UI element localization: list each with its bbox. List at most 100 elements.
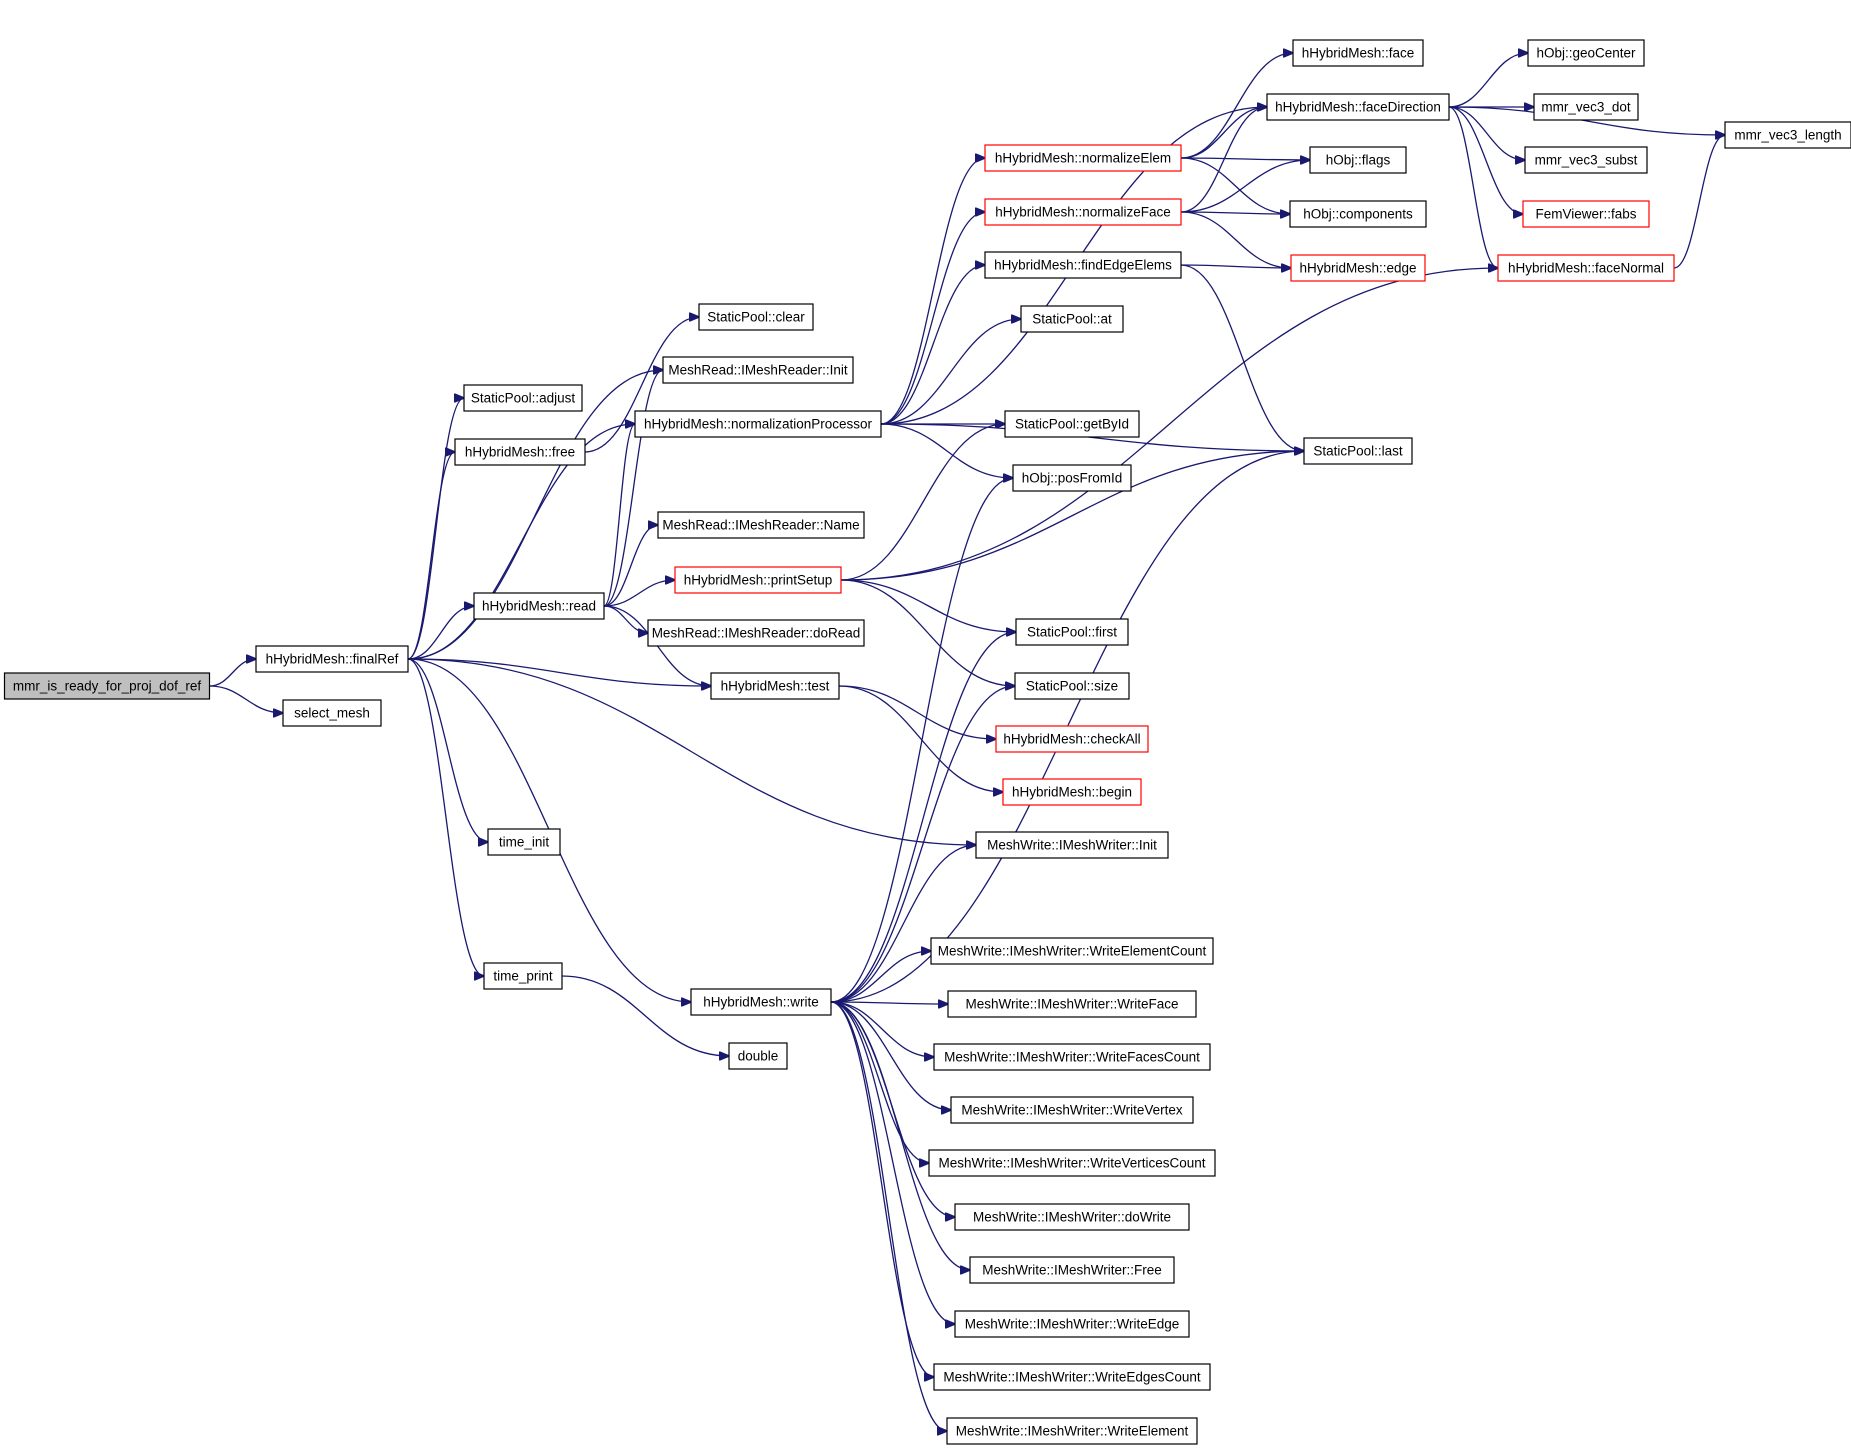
node-label: StaticPool::clear — [707, 310, 805, 325]
node-label: select_mesh — [294, 706, 370, 721]
edge-normFace-to-hobj_components — [1180, 212, 1290, 214]
node-label: hHybridMesh::write — [703, 995, 819, 1010]
node-mw-wec[interactable]: MeshWrite::IMeshWriter::WriteElementCoun… — [930, 937, 1214, 965]
node-label: mmr_is_ready_for_proj_dof_ref — [13, 679, 202, 694]
node-hm-edge[interactable]: hHybridMesh::edge — [1290, 254, 1426, 282]
node-box — [1014, 672, 1130, 700]
node-box — [969, 1256, 1175, 1284]
node-sp-getById[interactable]: StaticPool::getById — [1004, 410, 1140, 438]
node-geoCenter[interactable]: hObj::geoCenter — [1527, 39, 1645, 67]
node-double[interactable]: double — [728, 1042, 788, 1070]
node-sp-last[interactable]: StaticPool::last — [1303, 437, 1413, 465]
node-box — [657, 511, 865, 539]
node-hm-test[interactable]: hHybridMesh::test — [710, 672, 840, 700]
node-box — [1303, 437, 1413, 465]
node-box — [954, 1310, 1190, 1338]
node-label: hHybridMesh::findEdgeElems — [994, 258, 1172, 273]
node-hm-read[interactable]: hHybridMesh::read — [473, 592, 605, 620]
node-root[interactable]: mmr_is_ready_for_proj_dof_ref — [3, 672, 211, 700]
node-mw-wv[interactable]: MeshWrite::IMeshWriter::WriteVertex — [950, 1096, 1194, 1124]
node-sp-at[interactable]: StaticPool::at — [1020, 305, 1124, 333]
node-printSetup[interactable]: hHybridMesh::printSetup — [674, 566, 842, 594]
node-box — [984, 251, 1182, 279]
node-label: MeshWrite::IMeshWriter::WriteVerticesCou… — [938, 1156, 1205, 1171]
node-sp-adjust[interactable]: StaticPool::adjust — [463, 384, 583, 412]
node-box — [1015, 618, 1129, 646]
node-label: FemViewer::fabs — [1535, 207, 1636, 222]
node-box — [1290, 254, 1426, 282]
node-label: MeshRead::IMeshReader::Init — [668, 363, 848, 378]
edges-layer — [209, 53, 1726, 1431]
node-label: hObj::flags — [1326, 153, 1391, 168]
node-mr-init[interactable]: MeshRead::IMeshReader::Init — [662, 356, 854, 384]
edge-finalRef-to-mw_init — [407, 658, 976, 845]
node-mw-wvc[interactable]: MeshWrite::IMeshWriter::WriteVerticesCou… — [928, 1149, 1216, 1177]
node-box — [1020, 305, 1124, 333]
node-checkAll[interactable]: hHybridMesh::checkAll — [995, 725, 1149, 753]
node-vec3-dot[interactable]: mmr_vec3_dot — [1533, 93, 1639, 121]
node-label: StaticPool::last — [1313, 444, 1403, 459]
node-label: hObj::posFromId — [1022, 471, 1123, 486]
node-mw-wfc[interactable]: MeshWrite::IMeshWriter::WriteFacesCount — [933, 1043, 1211, 1071]
node-label: StaticPool::size — [1026, 679, 1118, 694]
node-mw-dowrite[interactable]: MeshWrite::IMeshWriter::doWrite — [954, 1203, 1190, 1231]
node-hm-begin[interactable]: hHybridMesh::begin — [1002, 778, 1142, 806]
node-mw-free[interactable]: MeshWrite::IMeshWriter::Free — [969, 1256, 1175, 1284]
node-select-mesh[interactable]: select_mesh — [282, 699, 382, 727]
node-box — [947, 990, 1197, 1018]
node-label: MeshWrite::IMeshWriter::WriteFace — [965, 997, 1178, 1012]
edge-findEdgeElems-to-hm_edge — [1180, 265, 1291, 268]
edge-norm_proc-to-findEdgeElems — [880, 265, 985, 425]
node-box — [1533, 93, 1639, 121]
node-normElem[interactable]: hHybridMesh::normalizeElem — [984, 144, 1182, 172]
node-mw-wedc[interactable]: MeshWrite::IMeshWriter::WriteEdgesCount — [933, 1363, 1211, 1391]
edge-norm_proc-to-posFromId — [880, 423, 1013, 478]
edge-normFace-to-hobj_flags — [1180, 160, 1310, 213]
node-box — [674, 566, 842, 594]
node-findEdgeElems[interactable]: hHybridMesh::findEdgeElems — [984, 251, 1182, 279]
edge-hm_read-to-mr_init — [603, 370, 663, 607]
node-label: hHybridMesh::faceNormal — [1508, 261, 1664, 276]
node-finalRef[interactable]: hHybridMesh::finalRef — [255, 645, 409, 673]
node-label: hHybridMesh::finalRef — [266, 652, 399, 667]
node-box — [1289, 200, 1427, 228]
node-mw-wf[interactable]: MeshWrite::IMeshWriter::WriteFace — [947, 990, 1197, 1018]
edge-normElem-to-hobj_components — [1180, 157, 1290, 214]
node-mr-doread[interactable]: MeshRead::IMeshReader::doRead — [647, 619, 865, 647]
node-box — [933, 1363, 1211, 1391]
node-norm-proc[interactable]: hHybridMesh::normalizationProcessor — [634, 410, 882, 438]
edge-finalRef-to-time_init — [407, 658, 488, 842]
node-faceDirection[interactable]: hHybridMesh::faceDirection — [1266, 93, 1450, 121]
node-time-print[interactable]: time_print — [483, 962, 563, 990]
node-time-init[interactable]: time_init — [487, 828, 561, 856]
node-faceNormal[interactable]: hHybridMesh::faceNormal — [1497, 254, 1675, 282]
node-label: StaticPool::first — [1027, 625, 1117, 640]
node-box — [946, 1417, 1198, 1445]
node-label: mmr_vec3_length — [1734, 128, 1841, 143]
node-sp-first[interactable]: StaticPool::first — [1015, 618, 1129, 646]
node-hobj-flags[interactable]: hObj::flags — [1309, 146, 1407, 174]
node-vec3-length[interactable]: mmr_vec3_length — [1724, 121, 1851, 149]
node-hm-free[interactable]: hHybridMesh::free — [454, 438, 586, 466]
node-mw-wel[interactable]: MeshWrite::IMeshWriter::WriteElement — [946, 1417, 1198, 1445]
node-mw-init[interactable]: MeshWrite::IMeshWriter::Init — [975, 831, 1169, 859]
node-hm-write[interactable]: hHybridMesh::write — [690, 988, 832, 1016]
node-posFromId[interactable]: hObj::posFromId — [1012, 464, 1132, 492]
node-normFace[interactable]: hHybridMesh::normalizeFace — [984, 198, 1182, 226]
node-vec3-subst[interactable]: mmr_vec3_subst — [1524, 146, 1648, 174]
node-hobj-components[interactable]: hObj::components — [1289, 200, 1427, 228]
node-hm-face[interactable]: hHybridMesh::face — [1292, 39, 1424, 67]
node-sp-clear[interactable]: StaticPool::clear — [698, 303, 814, 331]
node-box — [1002, 778, 1142, 806]
node-sp-size[interactable]: StaticPool::size — [1014, 672, 1130, 700]
node-mr-name[interactable]: MeshRead::IMeshReader::Name — [657, 511, 865, 539]
node-fabs[interactable]: FemViewer::fabs — [1522, 200, 1650, 228]
edge-finalRef-to-sp_adjust — [407, 398, 464, 660]
node-box — [984, 144, 1182, 172]
node-label: double — [738, 1049, 779, 1064]
node-label: hHybridMesh::checkAll — [1003, 732, 1140, 747]
edge-faceDirection-to-vec3_subst — [1448, 106, 1525, 160]
node-mw-we[interactable]: MeshWrite::IMeshWriter::WriteEdge — [954, 1310, 1190, 1338]
node-label: hObj::geoCenter — [1536, 46, 1636, 61]
